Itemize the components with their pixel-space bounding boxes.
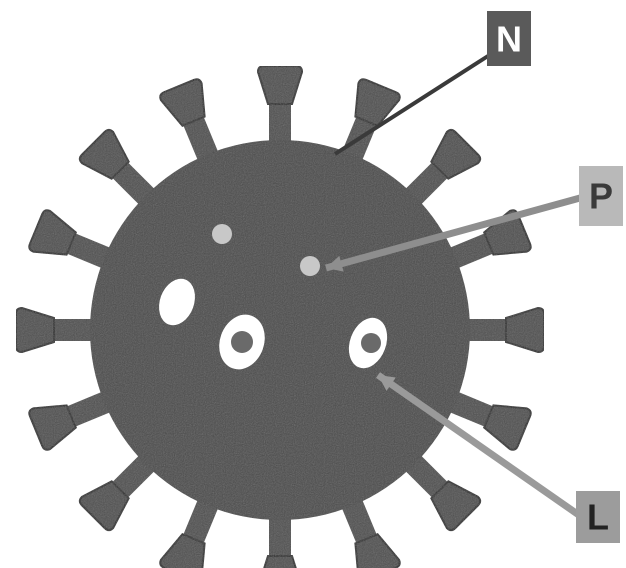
small-particle-upper-left <box>212 224 232 244</box>
callout-p-text: P <box>589 176 613 217</box>
callout-n: N <box>487 11 531 66</box>
virus-body <box>90 140 470 520</box>
particle-p <box>300 256 320 276</box>
callout-l-text: L <box>587 497 609 538</box>
callout-p: P <box>579 166 623 226</box>
callout-l: L <box>576 491 620 543</box>
callout-n-text: N <box>496 19 522 60</box>
